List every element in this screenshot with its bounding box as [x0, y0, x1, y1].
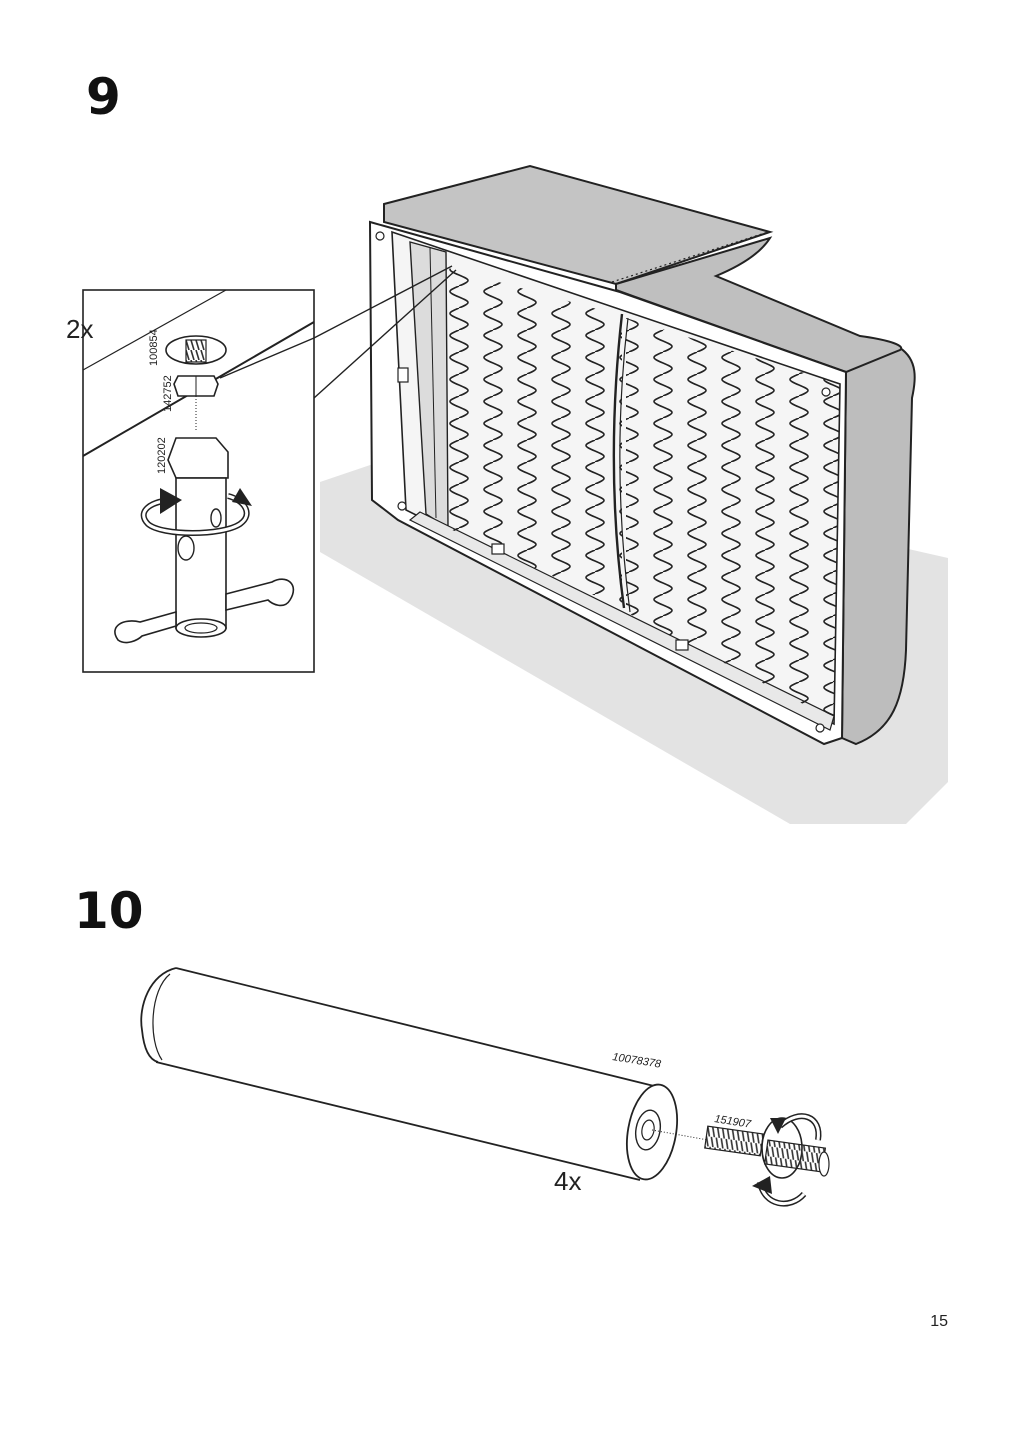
- seat-cushion-top: [383, 164, 774, 286]
- part-label-120202: 120202: [156, 437, 168, 474]
- page-number: 15: [930, 1313, 948, 1330]
- leg-cylinder: [140, 967, 678, 1181]
- seat-cushion-top-right: [615, 236, 903, 374]
- step-10-illustration: 10078378 151907 4x: [140, 967, 830, 1207]
- rotate-arrow-icon: [752, 1113, 822, 1207]
- part-120202: [114, 437, 295, 644]
- part-label-151907: 151907: [714, 1113, 753, 1131]
- step-10-quantity-label: 4x: [554, 1166, 581, 1196]
- part-142752: [173, 375, 219, 397]
- rotate-arrow-icon: [140, 488, 252, 536]
- step-10-number: 10: [74, 882, 144, 940]
- part-151907: [704, 1117, 830, 1179]
- part-label-100854: 100854: [148, 329, 160, 366]
- detail-box: [82, 289, 315, 673]
- detail-quantity-label: 2x: [66, 314, 93, 344]
- sofa-side-panel: [840, 346, 916, 746]
- part-100854: [165, 335, 227, 365]
- part-label-142752: 142752: [162, 375, 174, 412]
- step-9-illustration: 2x 100854 142752 120202: [66, 164, 948, 824]
- step-9-number: 9: [86, 68, 121, 126]
- part-label-10078378: 10078378: [612, 1051, 663, 1071]
